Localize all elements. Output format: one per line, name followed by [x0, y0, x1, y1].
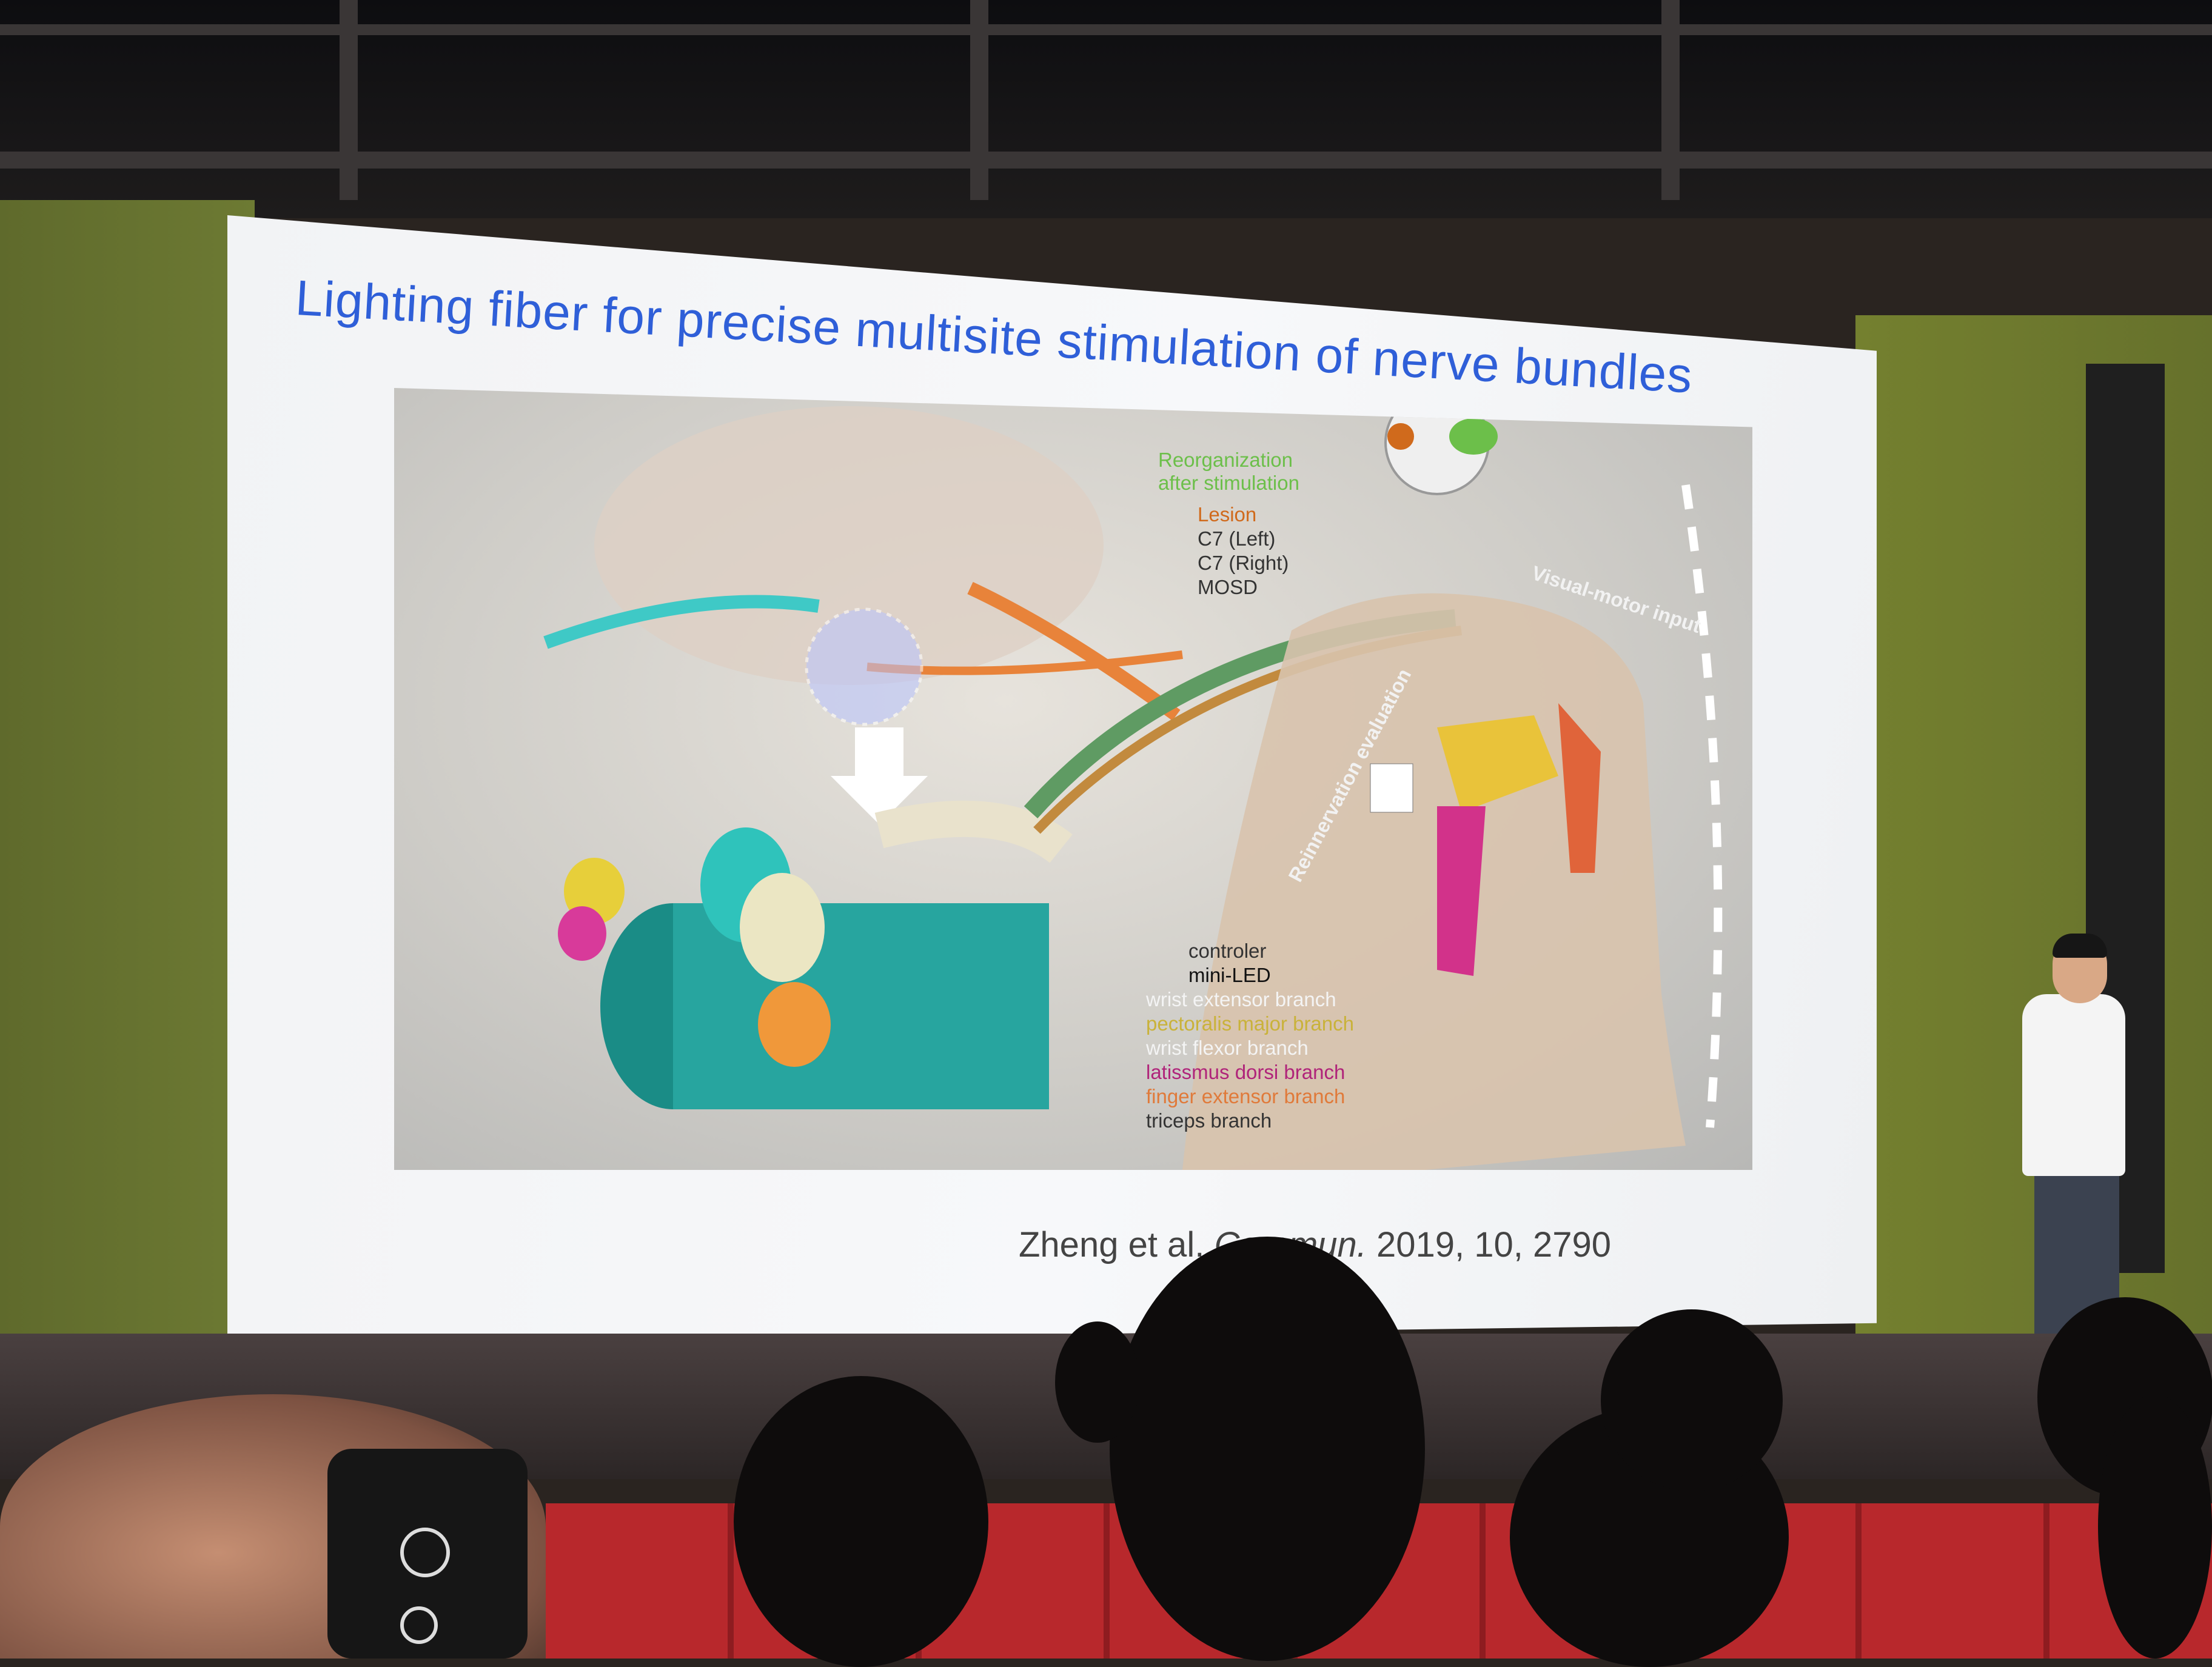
label-reorganization: Reorganization — [1158, 449, 1293, 471]
label-c7-left: C7 (Left) — [1198, 527, 1276, 550]
ceiling-beam — [1661, 0, 1680, 200]
down-arrow-icon — [831, 727, 928, 824]
label-c7-right: C7 (Right) — [1198, 552, 1289, 574]
label-wrist-extensor: wrist extensor branch — [1146, 988, 1336, 1011]
camera-mode-icon — [400, 1606, 438, 1644]
smartphone — [327, 1449, 528, 1659]
label-lesion: Lesion — [1198, 503, 1257, 526]
label-mosd: MOSD — [1198, 576, 1258, 598]
figure-panel: Reorganization after stimulation Lesion … — [394, 388, 1752, 1170]
audience-head — [2098, 1394, 2212, 1659]
audience-head — [1055, 1321, 1140, 1443]
citation-details: 2019, 10, 2790 — [1366, 1225, 1611, 1264]
label-after-stimulation: after stimulation — [1158, 472, 1299, 494]
spine-region — [594, 406, 1104, 685]
lighting-fiber-coil — [874, 800, 1073, 863]
ceiling — [0, 0, 2212, 218]
ceiling-beam — [0, 152, 2212, 169]
label-mini-led: mini-LED — [1188, 964, 1271, 986]
green-wall-left — [0, 200, 255, 1352]
citation-authors: Zheng et al. — [1019, 1225, 1215, 1264]
audience-head — [1601, 1309, 1783, 1491]
label-triceps: triceps branch — [1146, 1109, 1272, 1132]
speaker-shirt — [2022, 994, 2125, 1176]
label-finger-extensor: finger extensor branch — [1146, 1085, 1346, 1107]
c7-left-nerve — [543, 595, 820, 649]
audience-head — [734, 1376, 988, 1667]
label-controler: controler — [1188, 940, 1267, 962]
ceiling-beam — [970, 0, 988, 200]
controler-device — [1370, 763, 1413, 813]
ceiling-beam — [0, 24, 2212, 35]
c7-right-nerve — [967, 582, 1181, 721]
label-wrist-flexor: wrist flexor branch — [1146, 1037, 1309, 1059]
lesion-dot — [1387, 423, 1414, 450]
figure-illustration — [543, 390, 1723, 1170]
ceiling-beam — [340, 0, 358, 200]
latissmus-muscle — [1437, 806, 1486, 976]
mosd-device-glow — [805, 607, 923, 726]
arm-muscle — [1558, 703, 1601, 873]
label-latissmus: latissmus dorsi branch — [1146, 1061, 1346, 1083]
cylinder-orange — [758, 982, 831, 1067]
cylinder-magenta — [558, 906, 606, 961]
camera-shutter-icon — [400, 1528, 450, 1577]
cylinder-cream — [740, 873, 825, 982]
audience-head — [1110, 1237, 1425, 1661]
speaker-hair — [2053, 934, 2107, 958]
pectoralis-muscle — [1437, 715, 1558, 812]
label-pectoralis: pectoralis major branch — [1146, 1012, 1354, 1035]
human-torso — [1182, 593, 1686, 1170]
visual-motor-arrow — [1681, 484, 1723, 1128]
reorganization-area — [1449, 418, 1498, 455]
